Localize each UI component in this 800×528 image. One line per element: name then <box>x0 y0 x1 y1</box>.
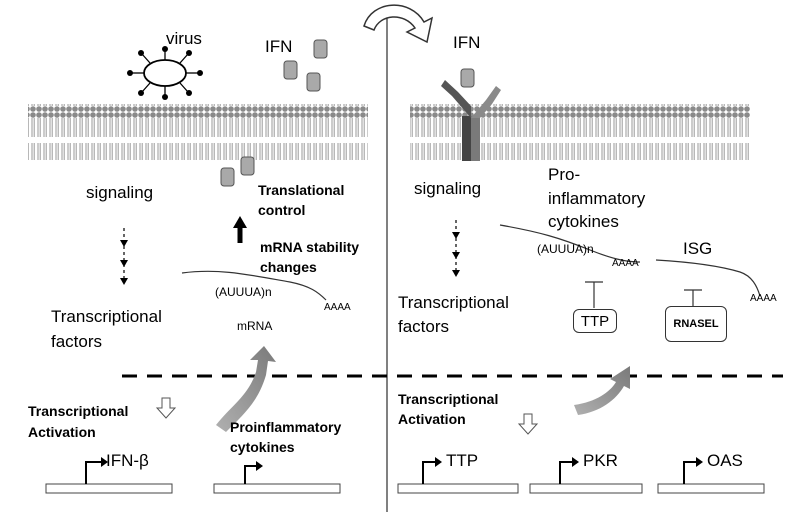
gene-pkr-label: PKR <box>583 451 618 470</box>
export-arrow-left <box>216 346 276 432</box>
virus-icon <box>127 46 203 100</box>
gene-ttp-label: TTP <box>446 451 479 470</box>
transcriptional-activation-line1-left: Transcriptional <box>28 403 129 419</box>
translational-control-line1: Translational <box>258 182 345 198</box>
transcriptional-activation-line1-right: Transcriptional <box>398 391 499 407</box>
up-arrow-icon <box>233 216 247 243</box>
gene-ttp-bar <box>397 457 519 494</box>
inhibition-ttp <box>585 281 603 308</box>
transcriptional-activation-line2-right: Activation <box>398 411 466 427</box>
virus-label: virus <box>166 29 202 48</box>
gene-ifn-beta-bar <box>45 457 173 494</box>
mrna-strand-right <box>499 224 641 263</box>
membrane-left <box>28 104 368 160</box>
transcriptional-factors-line2-left: factors <box>51 332 103 351</box>
transcriptional-factors-line1-right: Transcriptional <box>398 293 509 312</box>
mrna-label: mRNA <box>237 319 273 333</box>
transcriptional-activation-line2-left: Activation <box>28 424 96 440</box>
rnasel-protein-box: RNASEL <box>665 306 727 342</box>
mrna-stability-line2: changes <box>260 259 317 275</box>
pro-inflammatory-line1: Pro- <box>548 165 581 184</box>
gene-pkr-bar <box>529 457 643 494</box>
ttp-protein-box: TTP <box>573 309 617 333</box>
auuua-label-right: (AUUUA)n <box>537 242 594 256</box>
isg-label: ISG <box>683 239 713 258</box>
polya-label-right-2: AAAA <box>750 293 777 304</box>
ifn-receptor-icon <box>441 68 501 161</box>
curved-arrow-icon <box>363 4 434 44</box>
gene-oas-bar <box>657 457 765 494</box>
polya-label-right-1: AAAA <box>612 258 639 269</box>
transcriptional-factors-line2-right: factors <box>398 317 450 336</box>
mrna-stability-line1: mRNA stability <box>260 239 360 255</box>
proinflammatory-line2: cytokines <box>230 439 295 455</box>
ifn-label-left: IFN <box>265 37 293 56</box>
proinflammatory-line1: Proinflammatory <box>230 419 342 435</box>
ifn-beta-label: IFN-β <box>106 451 149 470</box>
rnasel-protein-label: RNASEL <box>673 318 719 330</box>
gene-oas-label: OAS <box>707 451 743 470</box>
pro-inflammatory-line3: cytokines <box>548 212 619 231</box>
hollow-down-arrow-left <box>155 397 177 419</box>
membrane-right <box>410 104 750 160</box>
mrna-strand-left <box>181 270 327 301</box>
translational-control-line2: control <box>258 202 306 218</box>
pro-inflammatory-line2: inflammatory <box>548 189 646 208</box>
signaling-label-right: signaling <box>414 179 482 198</box>
ifn-molecule-icon <box>283 39 328 92</box>
ttp-protein-label: TTP <box>580 312 610 330</box>
transcriptional-factors-line1-left: Transcriptional <box>51 307 162 326</box>
gene-proinflammatory-bar <box>213 461 341 494</box>
signaling-label-left: signaling <box>86 183 154 202</box>
hollow-down-arrow-right <box>517 413 539 435</box>
export-arrow-right <box>574 366 630 415</box>
polya-label-left: AAAA <box>324 302 351 313</box>
isg-strand <box>655 259 761 297</box>
ifn-label-right: IFN <box>453 33 481 52</box>
auuua-label-left: (AUUUA)n <box>215 285 272 299</box>
translated-ifn-icon <box>220 156 255 187</box>
